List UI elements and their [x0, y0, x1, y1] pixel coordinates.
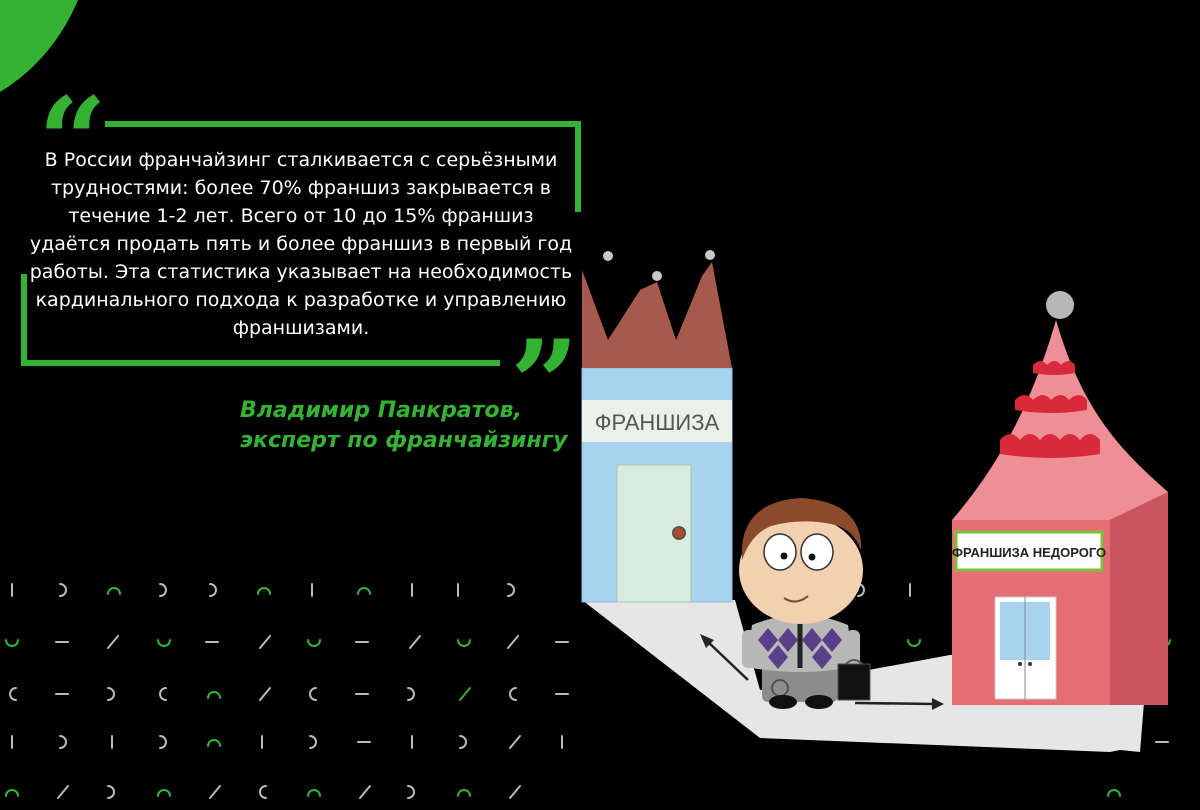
- briefcase: [837, 663, 871, 701]
- right-building-sign: ФРАНШИЗА НЕДОРОГО: [952, 545, 1106, 560]
- author-role: эксперт по франчайзингу: [240, 428, 568, 453]
- closing-quote-mark: ”: [510, 314, 580, 455]
- spire-ball: [705, 250, 715, 260]
- author-name: Владимир Панкратов,: [240, 398, 522, 423]
- door-knob: [672, 526, 686, 540]
- direction-arrow-up: [700, 634, 749, 681]
- cartoon-businessman: [739, 498, 871, 709]
- opening-quote-mark: “: [38, 71, 108, 212]
- quote-text: В России франчайзинг сталкивается с серь…: [29, 149, 573, 339]
- left-building-sign: ФРАНШИЗА: [595, 410, 720, 435]
- spire-ball: [603, 251, 613, 261]
- franchise-illustration: ФРАНШИЗА ФРАНШИЗА НЕДОРОГО: [581, 250, 1168, 752]
- direction-arrow-right: [854, 698, 944, 710]
- quote-frame: [21, 121, 581, 366]
- quote-author: Владимир Панкратов, эксперт по франчайзи…: [240, 396, 620, 456]
- corner-decoration: [0, 0, 78, 92]
- spire-ball: [1046, 291, 1074, 319]
- left-building: ФРАНШИЗА: [581, 250, 733, 603]
- spire-ball: [652, 271, 662, 281]
- right-building: ФРАНШИЗА НЕДОРОГО: [952, 291, 1168, 705]
